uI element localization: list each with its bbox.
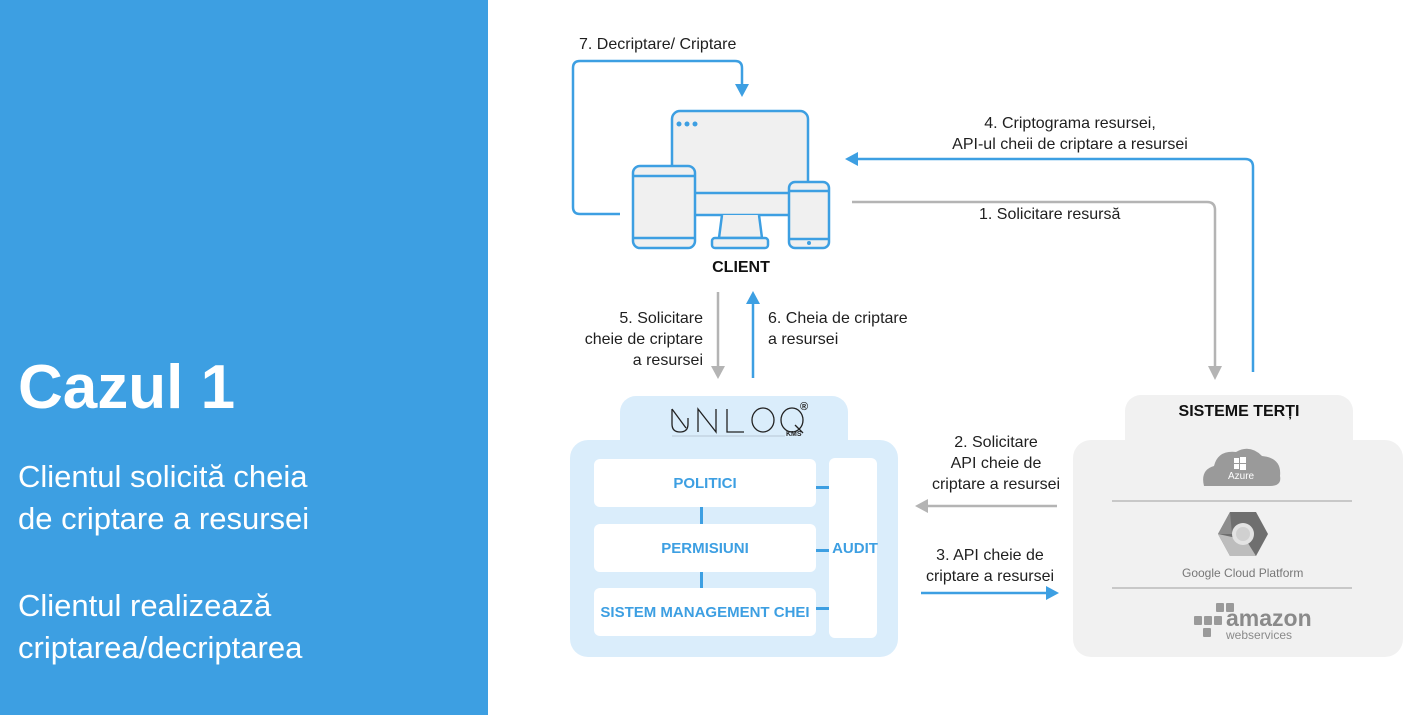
step4-label: 4. Criptograma resursei, API-ul cheii de… (925, 113, 1215, 155)
case-description-1-line-2: de criptare a resursei (18, 501, 310, 536)
step5-label-line-1: 5. Solicitare (619, 310, 703, 327)
arrow-step2 (915, 499, 1057, 513)
step2-label-line-3: criptare a resursei (931, 476, 1061, 493)
unloq-logo-icon (671, 407, 804, 437)
client-label: CLIENT (712, 259, 770, 276)
step4-label-line-1: 4. Criptograma resursei, (984, 115, 1156, 132)
google-cloud-label-google: Google (1182, 566, 1221, 580)
step5-label: 5. Solicitare cheie de criptare a resurs… (552, 308, 703, 371)
connector-permisiuni-sistem (700, 572, 703, 588)
arrow-step3 (921, 586, 1059, 600)
step3-label-line-2: criptare a resursei (925, 568, 1055, 585)
step6-label: 6. Cheia de criptare a resursei (768, 308, 908, 350)
connector-sistem-audit (816, 607, 829, 610)
connector-politici-permisiuni (700, 507, 703, 524)
devices-icon (631, 109, 831, 250)
third-party-title: SISTEME TERȚI (1178, 403, 1300, 420)
google-cloud-label-rest: Cloud Platform (1224, 566, 1304, 580)
step2-label-line-2: API cheie de (950, 455, 1042, 472)
arrow-step5 (711, 292, 725, 379)
aws-label: amazon (1226, 605, 1312, 631)
connector-permisiuni-audit (816, 549, 829, 552)
step3-label: 3. API cheie de criptare a resursei (904, 545, 1076, 587)
case-description-2-line-2: criptarea/decriptarea (18, 630, 303, 665)
google-cloud-icon (1218, 512, 1268, 556)
provider-divider-2 (1112, 587, 1352, 589)
kms-audit-box (829, 458, 877, 638)
unloq-registered-mark: ® (800, 401, 809, 413)
case-description-1: Clientul solicită cheia de criptare a re… (18, 456, 309, 540)
arrow-step7-loop (571, 59, 749, 216)
connector-politici-audit (816, 486, 829, 489)
case-title: Cazul 1 (18, 353, 236, 422)
case-description-2-line-1: Clientul realizează (18, 588, 272, 623)
arrow-step1 (852, 200, 1222, 380)
google-cloud-label: Google Cloud Platform (1182, 566, 1303, 580)
arrow-step4 (845, 152, 1255, 372)
step7-label: 7. Decriptare/ Criptare (579, 36, 737, 53)
step3-label-line-1: 3. API cheie de (936, 547, 1044, 564)
provider-divider-1 (1112, 500, 1352, 502)
kms-box-permisiuni: PERMISIUNI (594, 524, 816, 572)
arrow-step6 (746, 291, 760, 378)
azure-label: Azure (1228, 471, 1255, 482)
aws-cubes-icon (1194, 603, 1234, 637)
unloq-kms-sub: KMS (786, 431, 802, 438)
kms-audit-label: AUDIT (832, 540, 878, 557)
step6-label-line-2: a resursei (768, 331, 839, 348)
step1-label: 1. Solicitare resursă (979, 206, 1121, 223)
step5-label-line-3: a resursei (632, 352, 703, 369)
step4-label-line-2: API-ul cheii de criptare a resursei (952, 136, 1188, 153)
kms-box-key-management: SISTEM MANAGEMENT CHEI (594, 588, 816, 636)
step2-label-line-1: 2. Solicitare (954, 434, 1038, 451)
case-description-2: Clientul realizează criptarea/decriptare… (18, 585, 302, 669)
step6-label-line-1: 6. Cheia de criptare (768, 310, 908, 327)
kms-box-politici: POLITICI (594, 459, 816, 507)
aws-sub-label: webservices (1226, 628, 1293, 642)
case-description-1-line-1: Clientul solicită cheia (18, 459, 308, 494)
step5-label-line-2: cheie de criptare (584, 331, 703, 348)
left-panel: Cazul 1 Clientul solicită cheia de cript… (0, 0, 488, 715)
azure-cloud-icon (1203, 448, 1281, 486)
step2-label: 2. Solicitare API cheie de criptare a re… (910, 432, 1082, 495)
